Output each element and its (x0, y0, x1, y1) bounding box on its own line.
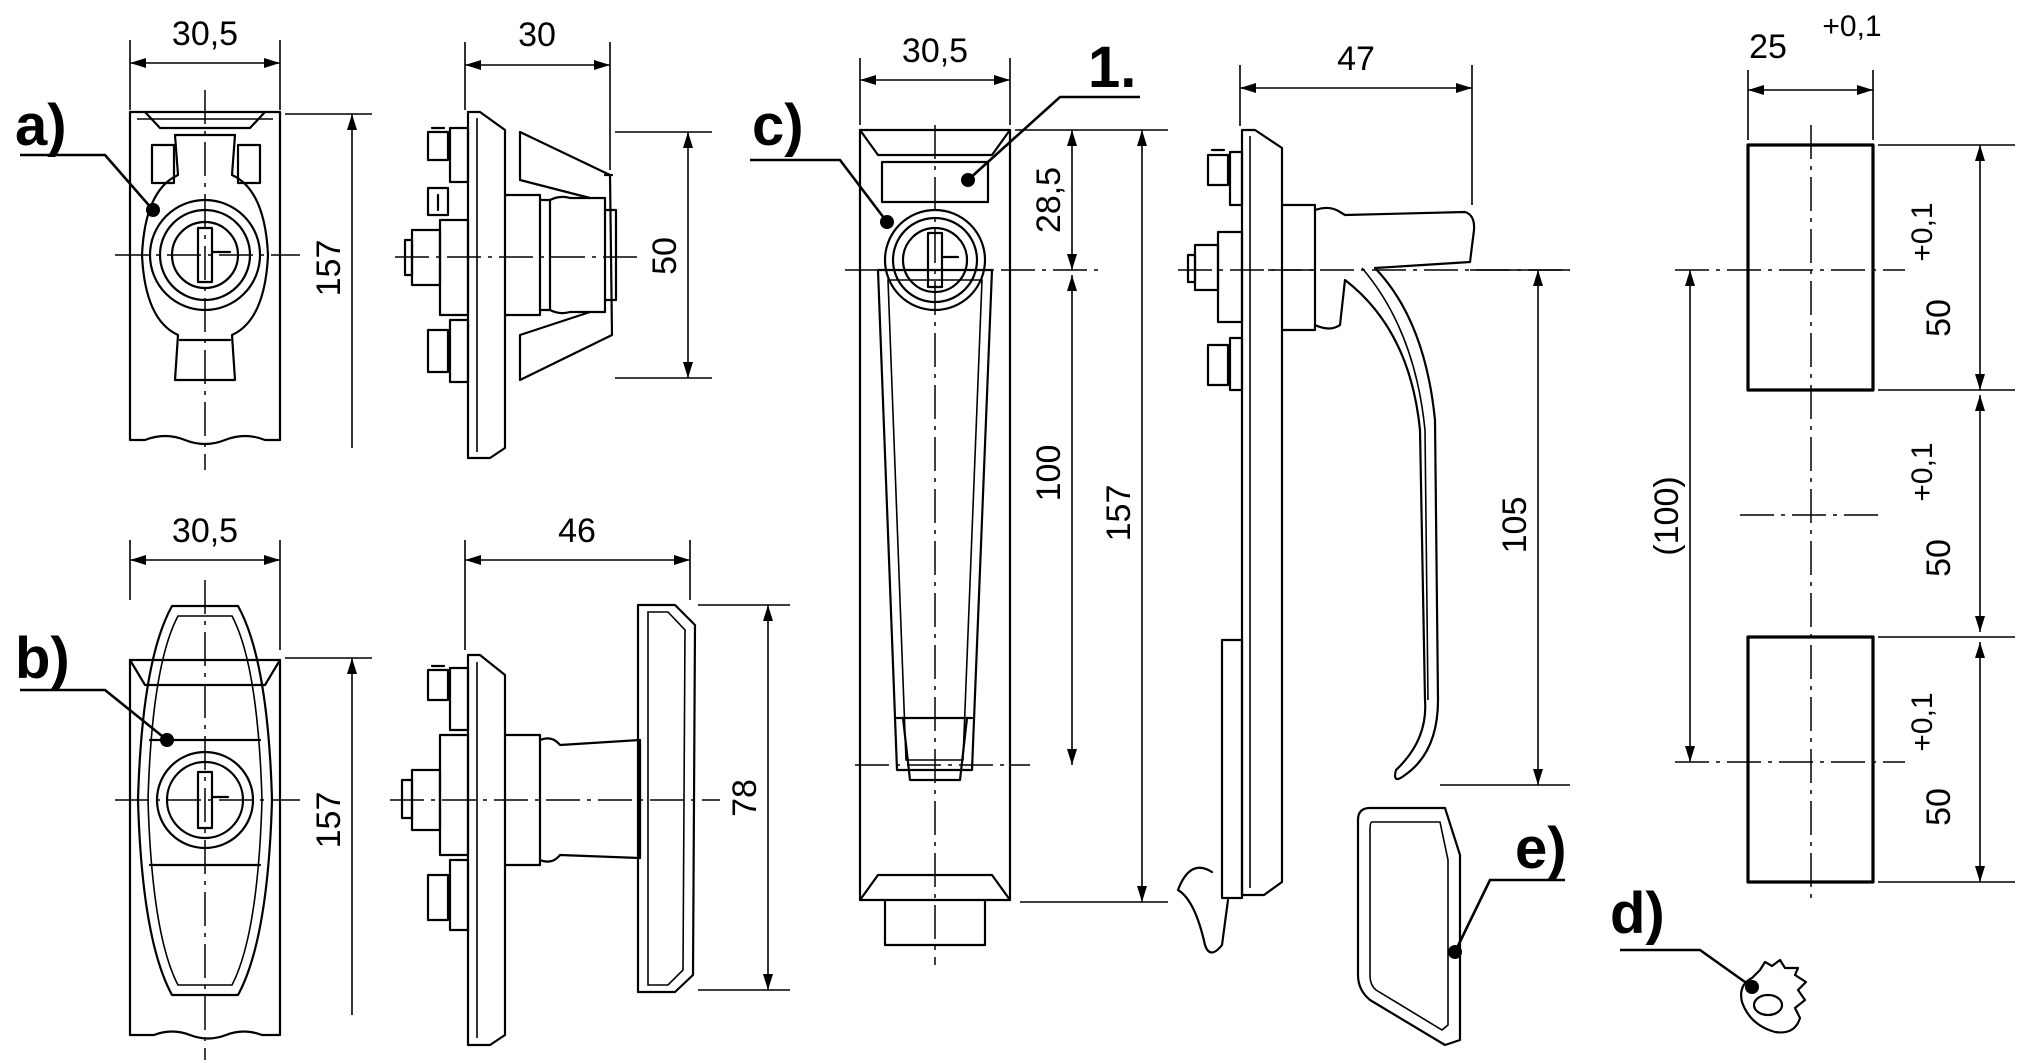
label-c-group: c) (750, 93, 894, 229)
label-d: d) (1610, 881, 1665, 946)
view-a-side (395, 110, 640, 460)
dim-cut-h1: 50 (1920, 299, 1958, 337)
label-c: c) (752, 93, 804, 158)
dim-cut-spacing: (100) (1648, 476, 1686, 555)
dim-a-side-width: 30 (518, 16, 556, 54)
dim-cut-width: 25 (1749, 28, 1787, 66)
label-e: e) (1515, 816, 1567, 881)
view-b-side-dims: 46 78 (464, 512, 790, 991)
label-b: b) (15, 626, 70, 691)
view-a-front-dims: 30,5 157 (129, 15, 372, 448)
dim-b-side-width: 46 (558, 512, 596, 550)
dim-cut-h3-tol: +0,1 (1906, 692, 1939, 751)
gasket-e: e) (1356, 806, 1567, 1047)
dim-c-side-width: 47 (1337, 40, 1375, 78)
cutout-dims: 25 +0,1 50 +0,1 50 +0,1 50 +0,1 (100) (1648, 10, 2015, 883)
dim-c-mid: 100 (1030, 445, 1068, 502)
dim-b-width: 30,5 (172, 512, 238, 550)
label-one: 1. (1088, 35, 1136, 100)
label-b-group: b) (15, 626, 174, 747)
view-a-side-dims: 30 50 (464, 16, 712, 379)
dim-b-height: 157 (310, 792, 348, 849)
dim-a-width: 30,5 (172, 15, 238, 53)
dim-a-side-height: 50 (646, 237, 684, 275)
key-d: d) (1610, 881, 1808, 1034)
view-c-side-dims: 47 105 (1239, 40, 1570, 786)
dim-cut-width-tol: +0,1 (1822, 10, 1881, 43)
view-c-front (845, 125, 1100, 965)
view-b-side (390, 603, 720, 1047)
label-one-group: 1. (961, 35, 1140, 187)
dim-cut-h1-tol: +0,1 (1906, 202, 1939, 261)
dim-c-width: 30,5 (902, 32, 968, 70)
dim-b-side-height: 78 (726, 779, 764, 817)
dim-c-top: 28,5 (1030, 167, 1068, 233)
view-b-front-dims: 30,5 157 (129, 512, 372, 1015)
dim-a-height: 157 (310, 240, 348, 297)
dim-cut-h2: 50 (1920, 539, 1958, 577)
cutout-drawing (1675, 125, 1905, 900)
label-a: a) (15, 93, 67, 158)
view-a-front (115, 90, 300, 470)
label-a-group: a) (15, 93, 160, 217)
dim-cut-h2-tol: +0,1 (1906, 442, 1939, 501)
view-c-front-dims: 30,5 28,5 100 157 (859, 32, 1168, 903)
dim-c-side-height: 105 (1496, 497, 1534, 554)
dim-c-height: 157 (1100, 485, 1138, 542)
view-b-front (115, 580, 300, 1060)
dim-cut-h3: 50 (1920, 788, 1958, 826)
